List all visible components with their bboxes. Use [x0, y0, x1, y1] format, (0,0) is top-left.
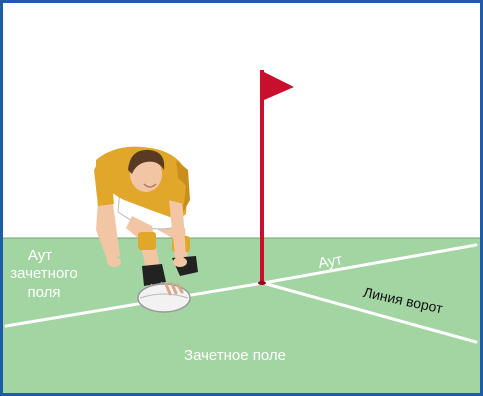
sky — [0, 0, 483, 238]
field — [0, 238, 483, 396]
rugby-player-icon — [94, 147, 198, 286]
label-aut-in-goal-line3: поля — [27, 284, 60, 301]
label-aut-in-goal-line2: зачетного — [10, 265, 78, 282]
label-aut-in-goal-line1: Аут — [28, 247, 52, 264]
label-in-goal: Зачетное поле — [184, 347, 286, 364]
